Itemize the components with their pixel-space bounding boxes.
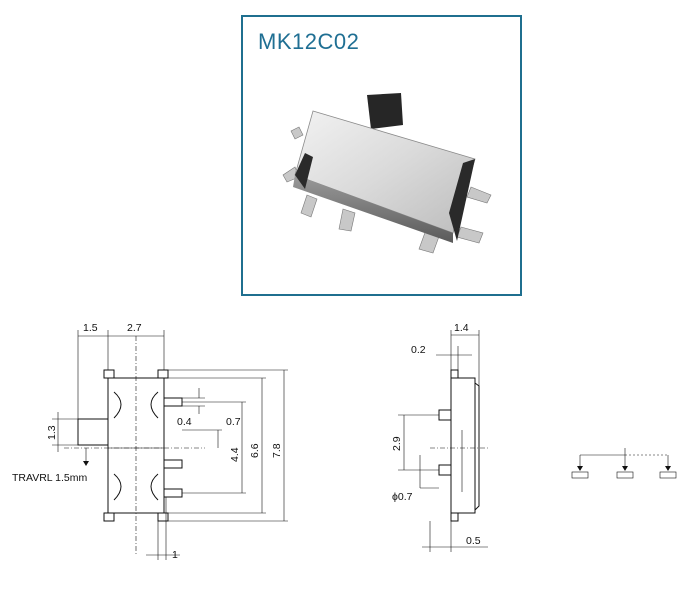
schematic-terminal [571, 471, 589, 479]
dim-overall-length: 7.8 [271, 443, 283, 458]
slider-knob-outline [77, 418, 109, 446]
switch-pin [290, 126, 304, 140]
dim-pin-gap: 0.4 [177, 416, 192, 428]
dim-pin-span: 4.4 [229, 447, 241, 462]
switch-body-side [293, 175, 453, 243]
dim-width-left: 1.5 [83, 322, 98, 334]
slider-knob [367, 93, 403, 129]
mount-tab [103, 512, 115, 522]
switch-pin [300, 194, 318, 218]
dim-width-body: 2.7 [127, 322, 142, 334]
mount-tab [157, 369, 169, 379]
body-end-cap [449, 159, 475, 241]
terminal-pin [163, 459, 183, 469]
dim-post-diameter: ϕ0.7 [392, 491, 413, 503]
side-body-outline [450, 377, 476, 514]
locating-post [438, 464, 452, 476]
locating-post [438, 409, 452, 421]
schematic-terminal [616, 471, 634, 479]
body-end-cap [295, 153, 313, 189]
dim-pin-width: 1 [172, 549, 178, 561]
terminal-pin [163, 488, 183, 498]
dim-foot: 0.5 [466, 535, 481, 547]
switch-schematic [571, 448, 677, 479]
side-view-drawing: 1.4 0.2 2.9 ϕ0.7 0.5 [391, 322, 490, 552]
dim-post-pitch: 2.9 [391, 436, 403, 451]
front-view-drawing: 1.5 2.7 1.3 TRAVRL 1.5mm 0.4 0.7 4.4 6.6… [12, 322, 288, 561]
mount-tab [157, 512, 169, 522]
dim-knob-height: 1.3 [46, 425, 58, 440]
switch-pin [466, 186, 492, 204]
dim-body-length: 6.6 [249, 443, 261, 458]
terminal-pin [163, 397, 183, 407]
dim-depth: 1.4 [454, 322, 469, 334]
product-photo-panel: MK12C02 [241, 15, 522, 296]
dim-offset: 0.2 [411, 344, 426, 356]
dim-pitch: 0.7 [226, 416, 241, 428]
switch-photo [282, 93, 492, 254]
switch-pin [338, 208, 356, 232]
schematic-terminal [659, 471, 677, 479]
travel-label: TRAVRL 1.5mm [12, 472, 88, 484]
product-model-title: MK12C02 [258, 29, 360, 54]
mount-tab [103, 369, 115, 379]
